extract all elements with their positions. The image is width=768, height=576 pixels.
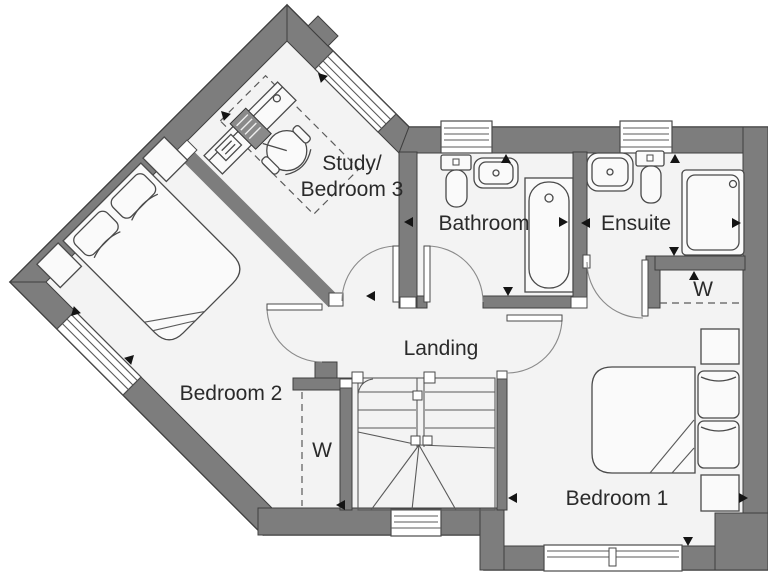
dimension-arrow (739, 493, 748, 503)
dimension-arrow (503, 287, 513, 296)
pillow-icon (73, 173, 159, 259)
dimension-arrow (71, 306, 81, 316)
dimension-arrow (404, 217, 413, 227)
label-landing: Landing (404, 337, 479, 360)
wash-basin-icon (586, 152, 634, 192)
ensuite-fixtures (586, 150, 745, 256)
label-wardrobe-bedroom2: W (312, 439, 332, 462)
label-bedroom2: Bedroom 2 (180, 382, 283, 405)
wall-bathroom-south-right (482, 295, 574, 309)
bedside-table-icon (700, 474, 740, 512)
label-ensuite: Ensuite (601, 212, 671, 235)
dimension-arrows (71, 73, 748, 546)
dimension-arrow (336, 500, 345, 510)
door-bedroom1 (506, 314, 563, 374)
window-bathroom (440, 120, 493, 154)
window-bedroom1 (543, 544, 683, 572)
wall-wardrobe1-top (654, 255, 746, 271)
bath-tub-icon (524, 177, 574, 293)
door-bedroom2 (266, 303, 323, 363)
wall-stairs-west (339, 387, 353, 511)
bedroom2-fixtures (35, 135, 241, 341)
wall-bathroom-ensuite-divider (572, 151, 588, 309)
dimension-arrow (221, 111, 231, 121)
bedside-table-icon (700, 328, 740, 365)
toilet-icon (440, 154, 472, 208)
door-study (341, 245, 400, 303)
wash-basin-icon (473, 157, 519, 189)
interior-walls (179, 147, 746, 511)
dimension-arrow (501, 154, 511, 163)
dimension-arrow (581, 218, 590, 228)
computer-monitor-icon (229, 107, 272, 150)
wall-right-lower (714, 512, 768, 571)
dimension-arrow (669, 247, 679, 256)
wall-ne-notch (307, 15, 339, 47)
wall-bottom-step (479, 507, 505, 571)
label-bathroom: Bathroom (438, 212, 529, 235)
window-bedroom2 (56, 310, 142, 396)
dimension-arrow (508, 493, 517, 503)
window-study (314, 50, 397, 133)
wall-bedroom2-study-divider (179, 147, 340, 308)
bedside-table-icon (35, 242, 83, 289)
winder-staircase (351, 371, 496, 511)
toilet-icon (635, 150, 665, 204)
window-ensuite (619, 120, 673, 154)
keyboard-icon (214, 133, 243, 162)
bathroom-fixtures (440, 154, 574, 293)
dimension-arrow (689, 271, 699, 280)
bedside-table-icon (142, 135, 189, 183)
label-wardrobe-bedroom1: W (693, 278, 713, 301)
door-bathroom (423, 245, 484, 303)
wall-landing-bedroom1-divider (496, 372, 508, 511)
shower-enclosure-icon (681, 169, 745, 256)
dimension-arrow (670, 154, 680, 163)
door-ensuite (586, 259, 649, 319)
label-study-line2: Bedroom 3 (301, 178, 404, 201)
study-fixtures (203, 74, 360, 216)
wall-right-upper (742, 126, 768, 514)
double-bed-icon (591, 366, 696, 474)
wall-bathroom-west (398, 151, 418, 309)
bedroom1-fixtures (591, 328, 740, 512)
dimension-arrow (318, 73, 328, 83)
doors (266, 245, 649, 374)
mouse-icon (272, 94, 282, 103)
label-study-line1: Study/ (322, 152, 382, 175)
windows (56, 50, 683, 572)
dimension-arrow (124, 355, 134, 365)
wall-bottom-center (257, 507, 488, 536)
dimension-arrow (683, 537, 693, 546)
office-chair-icon (261, 125, 312, 176)
pillow-icon (697, 370, 740, 469)
dimension-arrow (732, 218, 741, 228)
dimension-arrow (559, 217, 568, 227)
label-bedroom1: Bedroom 1 (566, 487, 669, 510)
room-labels: Study/ Bedroom 3 Bathroom Ensuite Landin… (180, 152, 713, 510)
window-stairs (390, 508, 442, 537)
double-bed-icon (62, 162, 241, 341)
dimension-arrow (366, 291, 375, 301)
